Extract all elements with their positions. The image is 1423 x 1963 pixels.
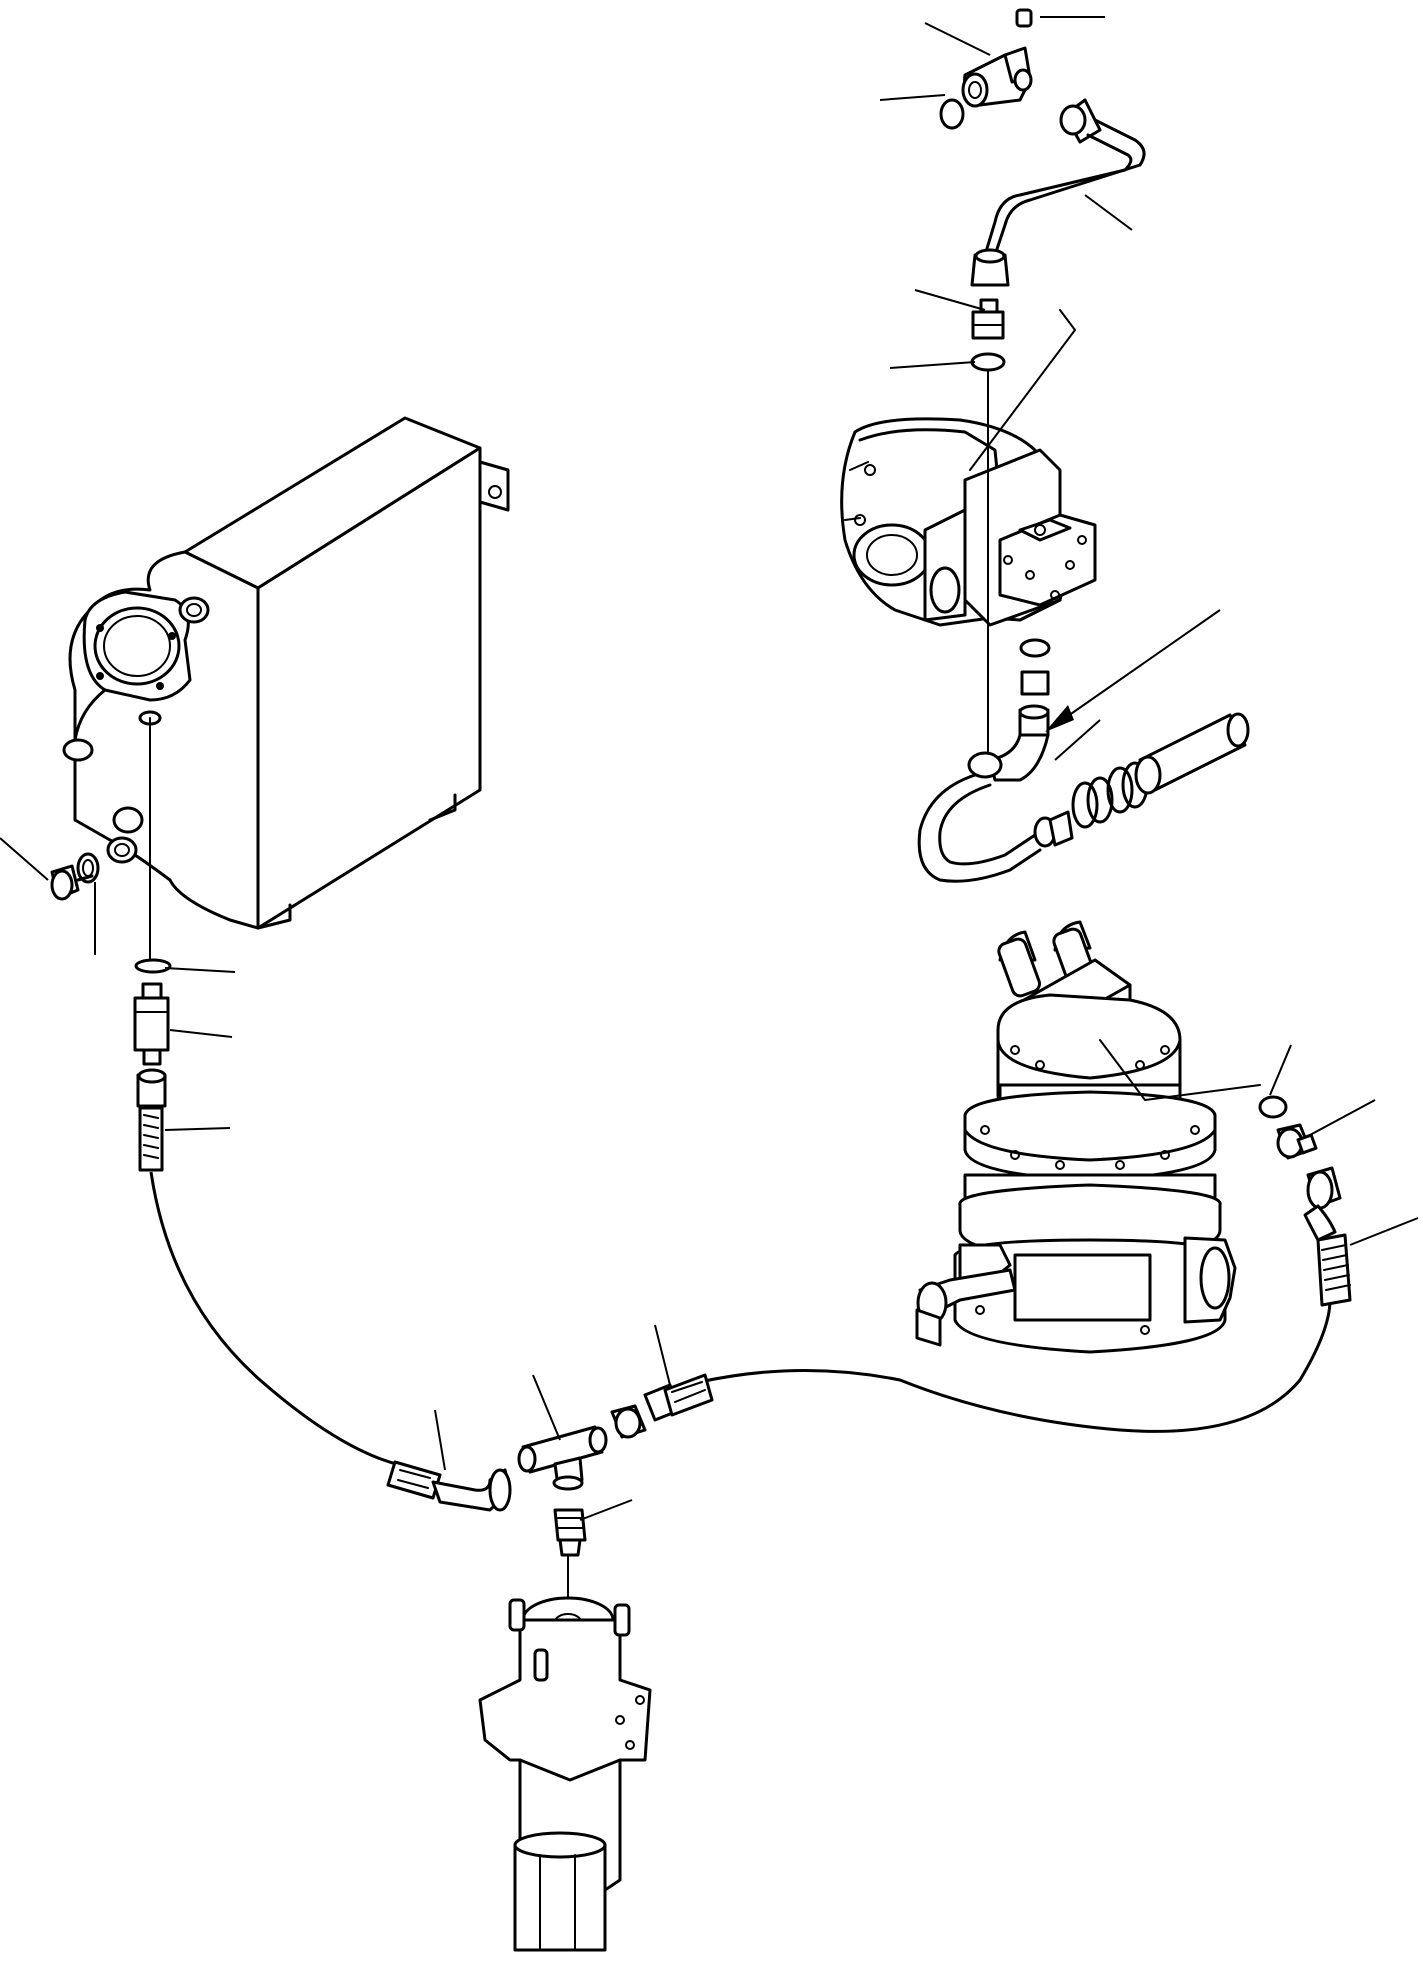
hydraulic-pump: [840, 417, 1097, 627]
hose-end-right: [1303, 1166, 1352, 1307]
callout-leaders: [0, 16, 1419, 1521]
callout-leader: [889, 361, 976, 369]
callout-leader: [164, 1127, 231, 1131]
drain-hose: [149, 1171, 401, 1467]
elbow-fitting: [386, 1460, 512, 1512]
callout-leader: [924, 22, 991, 56]
adapter-right: [1276, 1123, 1318, 1160]
callout-leader: [0, 837, 49, 881]
callout-leader: [434, 1409, 446, 1471]
o-ring-top: [939, 98, 965, 130]
callout-leader: [1054, 719, 1101, 761]
hose-clamp: [1071, 761, 1149, 829]
callout-leader: [169, 1029, 233, 1038]
callout-leader: [532, 1374, 561, 1441]
callout-leader: [914, 289, 986, 311]
callout-leader: [1269, 1044, 1292, 1096]
o-ring: [134, 958, 172, 974]
o-ring-right: [1258, 1095, 1288, 1119]
adapter-pump: [971, 298, 1005, 340]
callout-leader: [164, 967, 236, 973]
callout-leader: [654, 1324, 671, 1386]
callout-leader: [1349, 1217, 1419, 1246]
hydraulic-tank: [62, 416, 510, 930]
hose-section: [1134, 712, 1250, 795]
adapter: [133, 982, 170, 1066]
callout-leader: [579, 1499, 633, 1521]
swing-motor: [478, 1596, 652, 1952]
callout-leader: [879, 94, 946, 101]
pump-drain-fittings: [917, 638, 1074, 883]
elbow-adapter: [961, 8, 1033, 108]
drain-plug: [50, 864, 94, 901]
pipe: [970, 98, 1146, 287]
drain-hose-2: [699, 1299, 1332, 1433]
hose-end-motor: [663, 1373, 714, 1417]
callout-leader: [1309, 1099, 1376, 1136]
swivel-joint: [915, 920, 1237, 1354]
tee-fitting: [517, 1425, 608, 1491]
o-ring-pump: [970, 352, 1006, 372]
adapter-lower: [553, 1508, 587, 1557]
hose-end-tank: [136, 1068, 167, 1172]
callout-leader: [1084, 194, 1133, 231]
washer: [76, 852, 100, 884]
